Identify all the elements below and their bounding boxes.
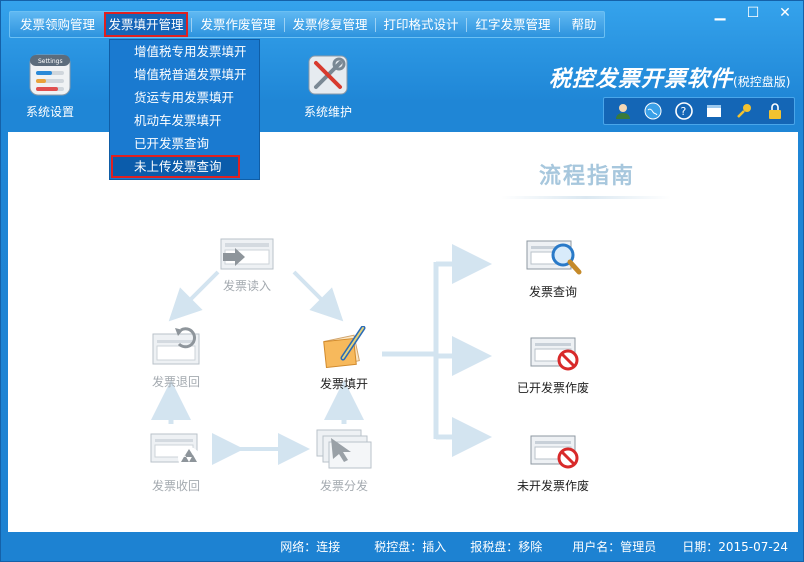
guide-title: 流程指南 [539,164,636,189]
key-icon[interactable] [733,100,755,122]
status-bar: 网络：连接 税控盘：插入 报税盘：移除 用户名：管理员 日期：2015-07-2… [8,534,798,558]
menu-invoice-issue[interactable]: 发票填开管理 [104,12,188,37]
invoice-read-icon [220,238,274,270]
content-area: 发票读入 发票退回 发票填开 [8,132,798,532]
menu-separator [284,17,285,32]
flow-node-void-blank-label: 未开发票作废 [516,479,589,493]
quick-toolbar: ? [603,97,795,125]
invoice-recover-icon [150,433,200,469]
flow-node-return-label: 发票退回 [151,375,200,389]
app-brand: 税控发票开票软件(税控盘版) [549,61,790,93]
help-icon[interactable]: ? [673,100,695,122]
flow-node-distribute[interactable]: 发票分发 [313,428,375,494]
flow-node-issue[interactable]: 发票填开 [313,325,375,392]
menu-invoice-repair[interactable]: 发票修复管理 [292,17,368,32]
flow-node-void-blank[interactable]: 未开发票作废 [513,434,593,494]
invoice-return-icon [152,327,200,365]
close-icon[interactable]: ✕ [779,5,791,21]
system-maintenance-button[interactable]: 系统维护 [297,53,359,120]
menu-item-freight[interactable]: 货运专用发票填开 [134,90,235,105]
status-network: 网络：连接 [280,539,341,554]
minimize-icon[interactable]: ▁ [714,5,726,21]
flow-node-distribute-label: 发票分发 [319,479,368,493]
flow-arrows [151,244,492,465]
system-settings-button[interactable]: Settings 系统设置 [19,53,81,120]
svg-text:?: ? [680,105,686,118]
system-settings-label: 系统设置 [25,105,74,119]
flow-node-return[interactable]: 发票退回 [145,326,207,390]
menu-item-issued-query[interactable]: 已开发票查询 [134,136,210,151]
flow-node-read[interactable]: 发票读入 [216,237,278,294]
menu-item-unuploaded-query[interactable]: 未上传发票查询 [111,155,240,178]
maximize-icon[interactable]: ☐ [746,5,760,21]
flow-node-void-issued-label: 已开发票作废 [516,381,589,395]
lock-icon[interactable] [764,100,786,122]
issue-dropdown-menu: 增值税专用发票填开 增值税普通发票填开 货运专用发票填开 机动车发票填开 已开发… [109,39,260,180]
menu-help[interactable]: 帮助 [571,17,597,32]
flow-node-read-label: 发票读入 [222,279,271,293]
window-icon[interactable] [703,100,725,122]
invoice-distribute-icon [316,429,372,469]
brand-title: 税控发票开票软件 [549,66,734,92]
system-maintenance-label: 系统维护 [303,105,352,119]
guide-divider [501,196,671,199]
tools-icon [306,53,350,97]
menu-separator [466,17,467,32]
menu-invoice-void[interactable]: 发票作废管理 [200,17,276,32]
menu-item-vat-special[interactable]: 增值税专用发票填开 [134,44,247,59]
menu-separator [559,17,560,32]
invoice-void-icon [530,337,579,371]
flow-node-void-issued[interactable]: 已开发票作废 [513,336,593,396]
status-tax-disk: 税控盘：插入 [374,539,447,554]
status-date: 日期：2015-07-24 [682,539,788,554]
status-user: 用户名：管理员 [572,539,657,554]
menu-item-vat-ordinary[interactable]: 增值税普通发票填开 [134,67,247,82]
menu-red-invoice[interactable]: 红字发票管理 [475,17,551,32]
menu-bar: 发票领购管理 发票填开管理 发票作废管理 发票修复管理 打印格式设计 红字发票管… [9,11,605,38]
status-report-disk: 报税盘：移除 [470,539,543,554]
menu-invoice-purchase[interactable]: 发票领购管理 [19,17,95,32]
user-icon[interactable] [612,100,634,122]
menu-item-motor-vehicle[interactable]: 机动车发票填开 [134,113,222,128]
settings-badge: Settings [38,58,63,65]
invoice-issue-icon [323,325,366,369]
menu-separator [191,17,192,32]
blank-invoice-void-icon [530,435,579,469]
invoice-query-icon [526,240,582,275]
flow-node-issue-label: 发票填开 [319,377,368,391]
brand-subtitle: (税控盘版) [733,75,791,89]
flow-node-query-label: 发票查询 [528,285,577,299]
flow-node-recover[interactable]: 发票收回 [145,432,207,494]
settings-icon: Settings [28,53,72,97]
menu-separator [375,17,376,32]
flow-node-query[interactable]: 发票查询 [518,237,588,300]
flow-node-recover-label: 发票收回 [151,479,200,493]
globe-icon[interactable] [642,100,664,122]
menu-print-design[interactable]: 打印格式设计 [383,17,459,32]
